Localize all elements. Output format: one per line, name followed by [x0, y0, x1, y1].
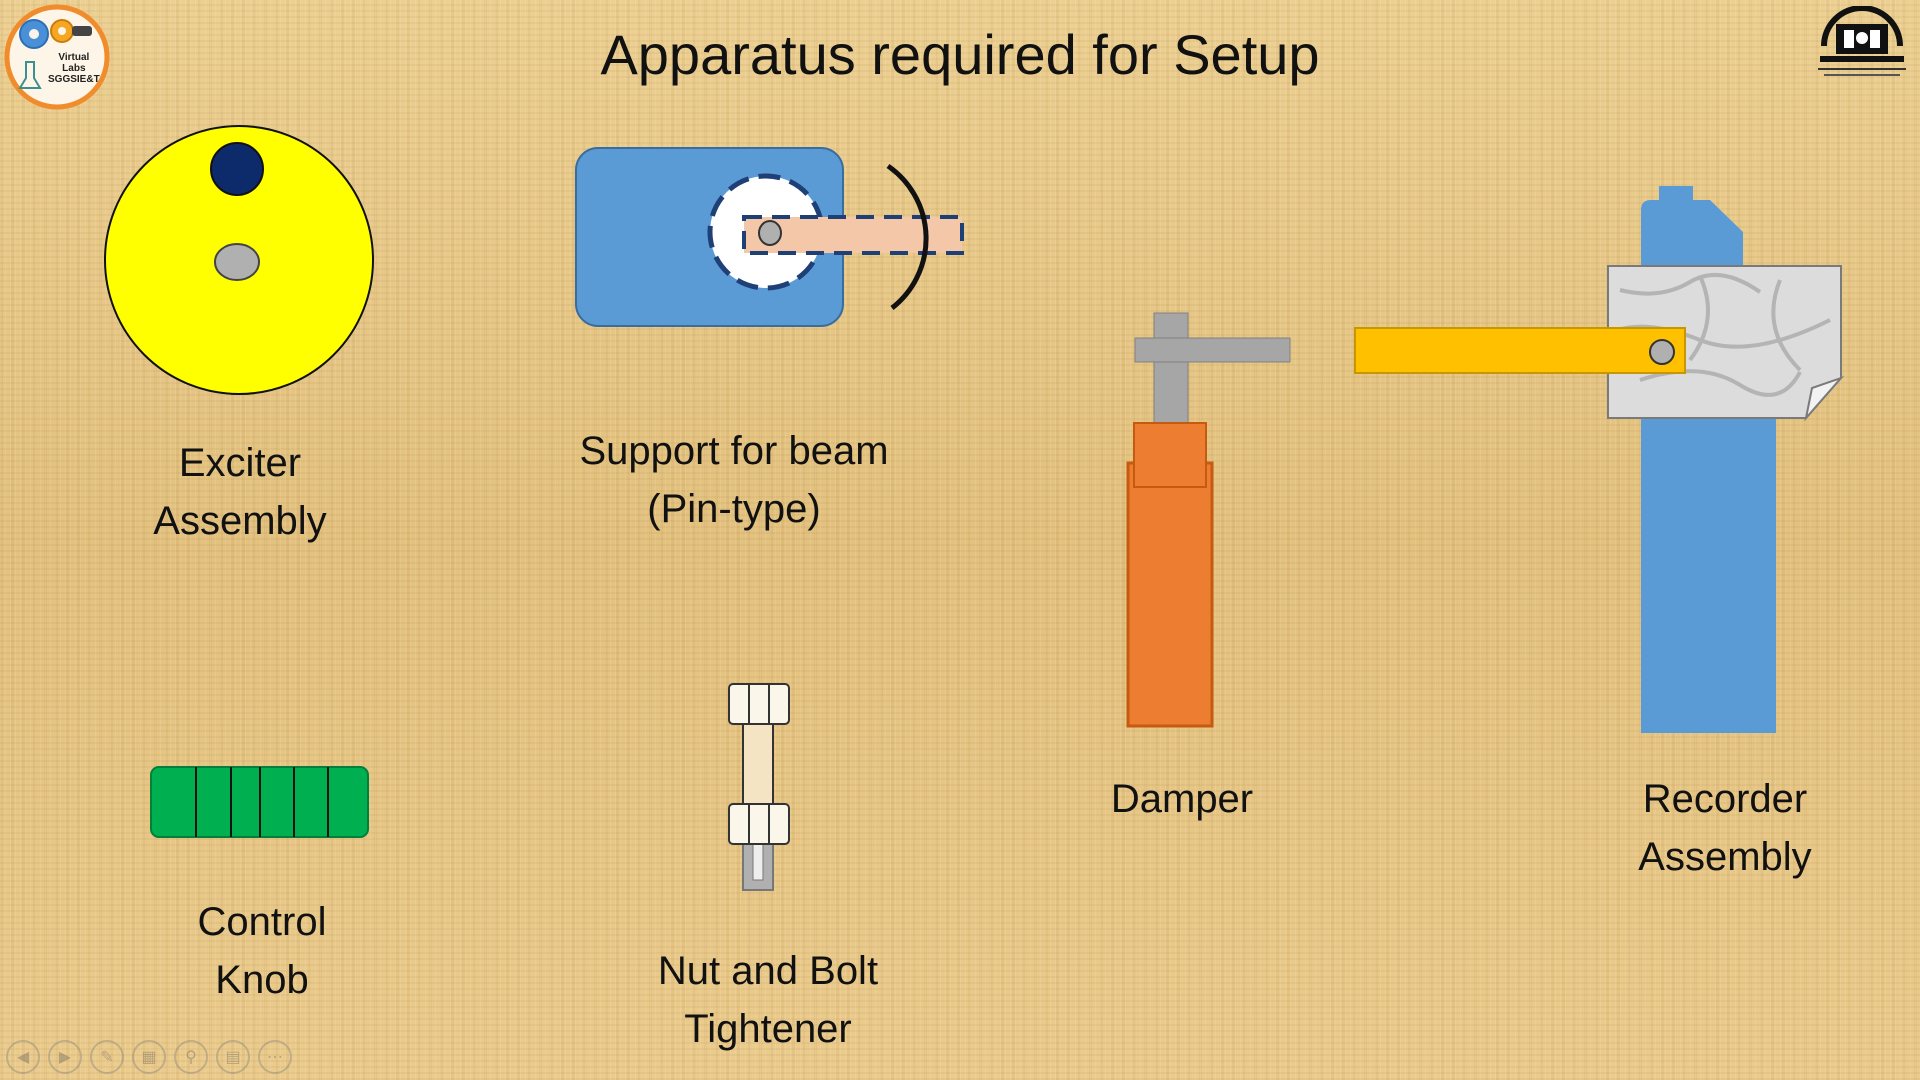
exciter-center-pin — [214, 243, 260, 281]
logo-text-line: Virtual — [58, 52, 90, 63]
zoom-icon[interactable]: ⚲ — [174, 1040, 208, 1074]
label-beam-support: Support for beam (Pin-type) — [524, 422, 944, 538]
subtitles-icon[interactable]: ▤ — [216, 1040, 250, 1074]
recorder-arm — [1354, 327, 1686, 374]
pen-icon[interactable]: ✎ — [90, 1040, 124, 1074]
logo-left-text: Virtual Labs SGGSIE&T — [48, 52, 100, 85]
label-line: Control — [197, 900, 327, 944]
label-line: Assembly — [1638, 835, 1812, 879]
beam-stub-outline — [742, 215, 964, 255]
exciter-assembly — [104, 125, 374, 395]
label-control-knob: Control Knob — [152, 893, 372, 1009]
exciter-eccentric-dot — [210, 142, 264, 196]
label-line: Tightener — [684, 1007, 852, 1051]
label-recorder-assembly: Recorder Assembly — [1605, 770, 1845, 886]
logo-text-line: Labs — [62, 63, 86, 74]
label-line: (Pin-type) — [647, 487, 821, 531]
slides-icon[interactable]: ▦ — [132, 1040, 166, 1074]
support-pin — [758, 220, 782, 246]
prev-icon[interactable]: ◀ — [6, 1040, 40, 1074]
logo-text-line: SGGSIE&T — [48, 74, 100, 85]
damper-rod — [1153, 312, 1189, 424]
slideshow-controls: ◀ ▶ ✎ ▦ ⚲ ▤ ⋯ — [6, 1040, 292, 1074]
label-line: Damper — [1110, 777, 1254, 821]
label-line: Recorder — [1642, 777, 1808, 821]
top-nut — [728, 683, 790, 725]
institute-emblem — [1818, 6, 1906, 76]
label-line: Exciter — [178, 441, 302, 485]
virtual-labs-logo — [4, 4, 110, 110]
label-line: Assembly — [153, 499, 327, 543]
bolt-tail-slot — [752, 839, 764, 881]
damper-piston — [1133, 422, 1207, 488]
support-clamp-arc — [886, 163, 929, 310]
label-exciter-assembly: Exciter Assembly — [120, 434, 360, 550]
label-line: Knob — [215, 958, 309, 1002]
more-icon[interactable]: ⋯ — [258, 1040, 292, 1074]
damper-crossbar — [1134, 337, 1291, 363]
recorder-cap — [1659, 186, 1693, 202]
recorder-paper-sheet — [1607, 265, 1845, 422]
label-line: Nut and Bolt — [657, 949, 879, 993]
nut-and-bolt — [728, 683, 790, 891]
label-damper: Damper — [1082, 770, 1282, 828]
control-knob — [150, 766, 369, 838]
next-icon[interactable]: ▶ — [48, 1040, 82, 1074]
bolt-shank — [742, 719, 774, 813]
label-nut-and-bolt: Nut and Bolt Tightener — [618, 942, 918, 1058]
damper — [1126, 312, 1291, 728]
label-line: Support for beam — [579, 429, 889, 473]
bottom-nut — [728, 803, 790, 845]
beam-support — [575, 147, 964, 327]
slide-title: Apparatus required for Setup — [600, 23, 1320, 86]
recorder-arm-pivot — [1649, 339, 1675, 365]
damper-cylinder — [1126, 461, 1214, 728]
recorder-assembly — [1354, 186, 1845, 733]
